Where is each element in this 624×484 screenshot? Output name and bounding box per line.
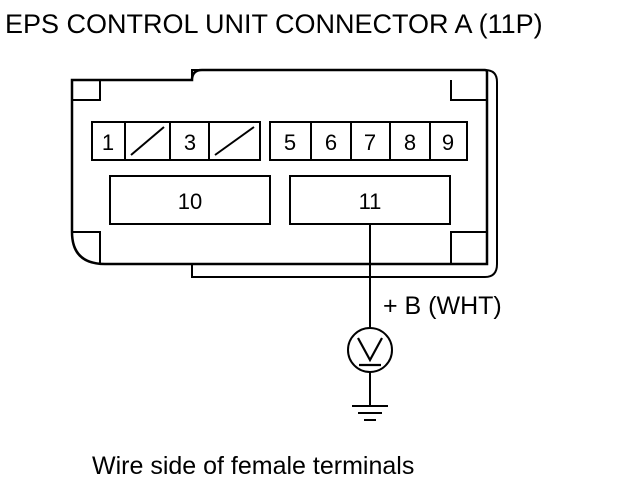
terminal-3-label: 3 bbox=[184, 130, 196, 155]
ground-icon bbox=[352, 405, 388, 421]
corner-mark-bottom-right bbox=[450, 231, 487, 264]
terminal-10 bbox=[109, 175, 271, 225]
corner-mark-bottom-left bbox=[72, 231, 101, 264]
wire-label: + B (WHT) bbox=[383, 292, 502, 320]
terminal-11 bbox=[289, 175, 451, 225]
terminal-1-label: 1 bbox=[102, 130, 114, 155]
diagram-title: EPS CONTROL UNIT CONNECTOR A (11P) bbox=[5, 9, 543, 39]
corner-mark-top-left bbox=[72, 80, 101, 101]
terminal-5-label: 5 bbox=[284, 130, 296, 155]
empty-cavity-2 bbox=[130, 126, 165, 156]
terminal-8-label: 8 bbox=[404, 130, 416, 155]
terminal-row-left bbox=[91, 121, 261, 161]
terminal-9-label: 9 bbox=[442, 130, 454, 155]
terminal-6-label: 6 bbox=[325, 130, 337, 155]
terminal-7-label: 7 bbox=[364, 130, 376, 155]
connector-shell-back bbox=[191, 69, 498, 278]
connector-face bbox=[70, 68, 489, 266]
terminal-11-label: 11 bbox=[359, 189, 382, 214]
diagram-caption: Wire side of female terminals bbox=[92, 452, 414, 480]
voltmeter-icon bbox=[347, 327, 393, 373]
corner-mark-top-right bbox=[450, 80, 487, 101]
terminal-row-right bbox=[269, 121, 468, 161]
empty-cavity-4 bbox=[214, 126, 255, 156]
terminal-10-label: 10 bbox=[178, 189, 202, 214]
